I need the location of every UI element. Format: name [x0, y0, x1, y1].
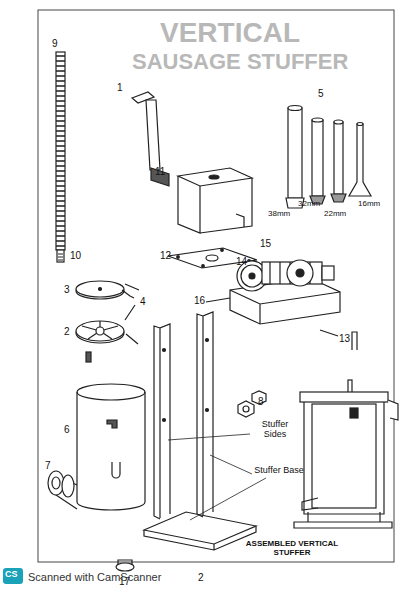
- part-name: Stuffer Sides: [252, 420, 298, 440]
- callout-number: 16: [194, 295, 205, 306]
- callout-number: 14: [236, 256, 247, 267]
- dimension: 32mm: [298, 200, 320, 209]
- callout-number: 4: [140, 296, 146, 307]
- caption-text: ASSEMBLED VERTICAL STUFFER: [232, 540, 352, 558]
- callout-number: 2: [64, 326, 70, 337]
- callout-number: 11: [155, 166, 165, 177]
- watermark: SAUSAGE STUFFER: [132, 50, 348, 74]
- callout-number: 13: [339, 333, 350, 344]
- callout-number: 3: [64, 284, 70, 295]
- dimension: 22mm: [324, 210, 346, 219]
- scanner-watermark: Scanned with CamScanner: [28, 571, 161, 583]
- page-number: 2: [198, 572, 204, 583]
- callout-number: 1: [117, 82, 123, 93]
- dimension: 38mm: [268, 210, 290, 219]
- part-name: Stuffer Base: [254, 466, 304, 476]
- callout-number: 12: [160, 250, 171, 261]
- logo: CS: [5, 570, 18, 580]
- callout-number: 10: [70, 250, 81, 261]
- callout-number: 9: [52, 38, 58, 49]
- callout-number: 8: [258, 396, 264, 407]
- callout-number: 15: [260, 238, 271, 249]
- callout-number: 5: [318, 88, 324, 99]
- watermark: VERTICAL: [160, 18, 300, 49]
- dimension: 16mm: [358, 200, 380, 209]
- callout-number: 6: [64, 424, 70, 435]
- callout-number: 7: [45, 460, 51, 471]
